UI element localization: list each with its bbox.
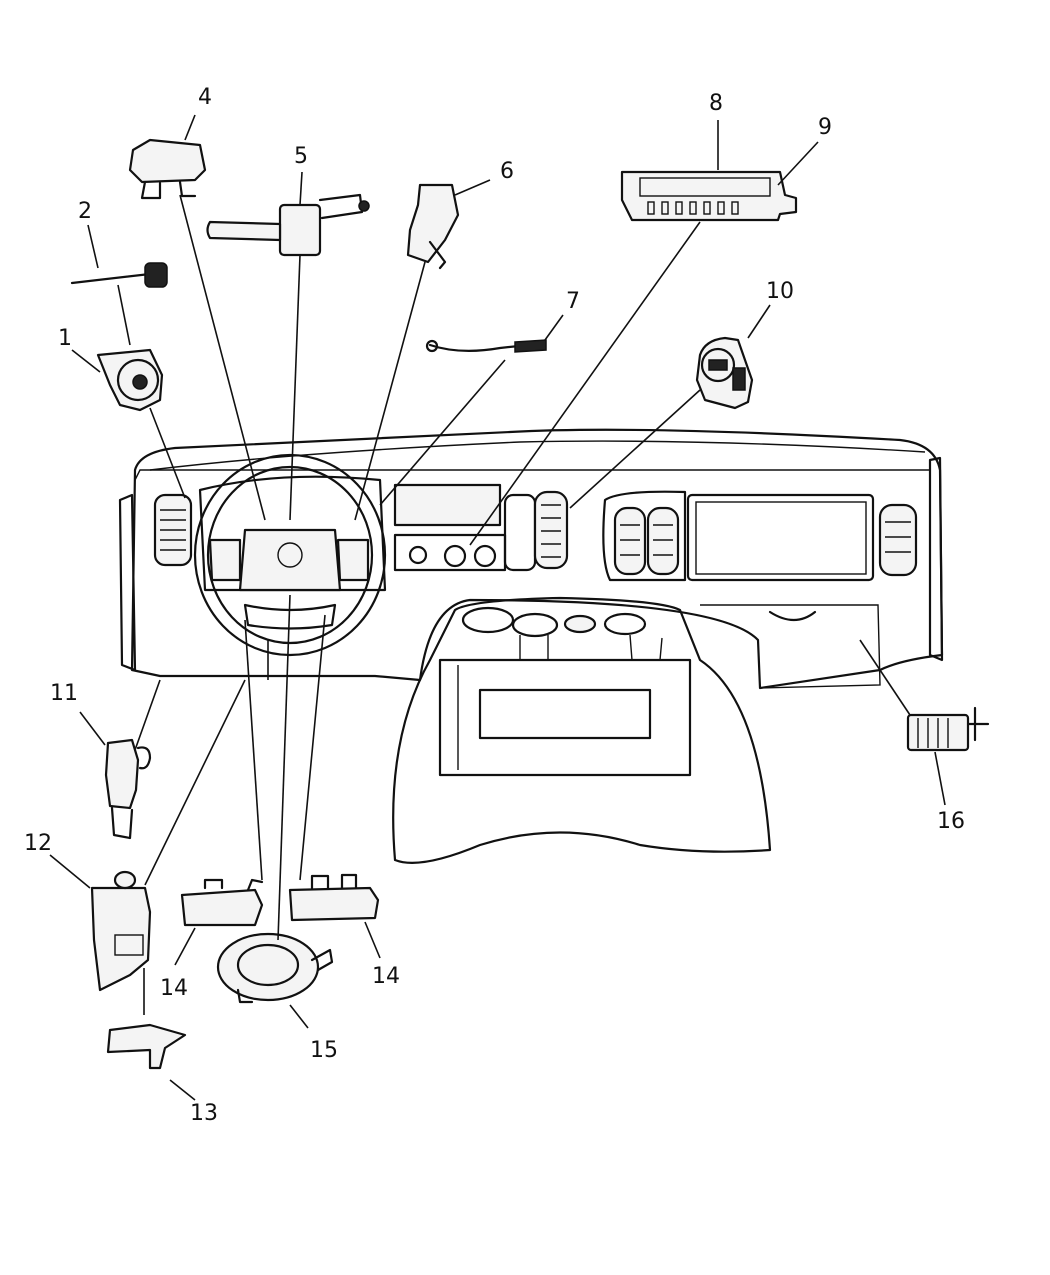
switch-part-14-right bbox=[288, 873, 380, 922]
callout-1: 1 bbox=[58, 326, 72, 351]
center-console bbox=[392, 596, 772, 864]
steering-wheel bbox=[193, 453, 387, 657]
bracket-part-13 bbox=[106, 1023, 187, 1070]
leader-lines bbox=[49, 114, 946, 1101]
switch-bracket bbox=[406, 183, 460, 270]
callout-2: 2 bbox=[78, 199, 92, 224]
module-part-11 bbox=[104, 738, 152, 840]
callout-5: 5 bbox=[294, 144, 308, 169]
multifunction-switch bbox=[206, 193, 370, 257]
module-part-4 bbox=[128, 138, 207, 200]
callout-13: 13 bbox=[190, 1101, 218, 1126]
callout-9: 9 bbox=[818, 115, 832, 140]
ignition-switch bbox=[96, 348, 164, 412]
connector-part-16 bbox=[906, 706, 990, 752]
lock-cylinder-key bbox=[70, 262, 168, 288]
clockspring bbox=[216, 932, 334, 1004]
callout-11: 11 bbox=[50, 681, 78, 706]
callout-8: 8 bbox=[709, 91, 723, 116]
callout-16: 16 bbox=[937, 809, 965, 834]
callout-4: 4 bbox=[198, 85, 212, 110]
headlamp-switch bbox=[695, 336, 754, 410]
callout-10: 10 bbox=[766, 279, 794, 304]
control-module-12 bbox=[90, 870, 152, 992]
callout-14-left: 14 bbox=[160, 976, 188, 1001]
callout-12: 12 bbox=[24, 831, 52, 856]
cable-part-7 bbox=[425, 339, 547, 353]
callout-14-right: 14 bbox=[372, 964, 400, 989]
instrument-panel bbox=[118, 428, 944, 690]
hvac-control-panel bbox=[620, 170, 798, 222]
callout-7: 7 bbox=[566, 289, 580, 314]
callout-labels: 1 2 4 5 6 7 8 9 10 11 12 13 14 14 15 16 bbox=[24, 85, 965, 1126]
switch-part-14-left bbox=[180, 878, 264, 927]
callout-15: 15 bbox=[310, 1038, 338, 1063]
callout-6: 6 bbox=[500, 159, 514, 184]
